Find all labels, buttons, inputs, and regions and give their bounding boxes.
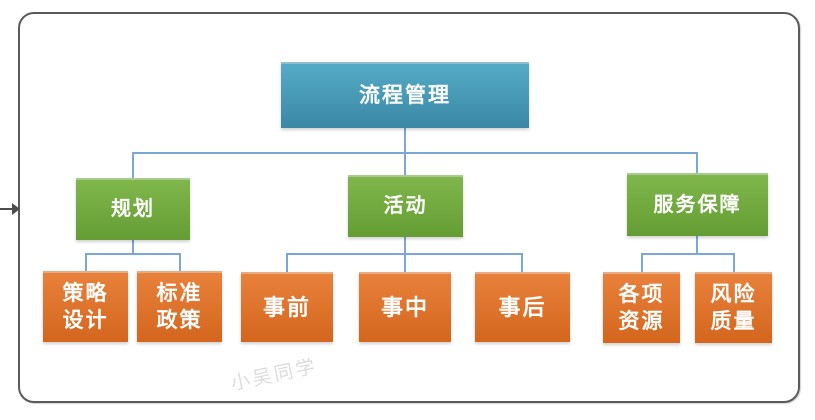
connector-line: [132, 152, 698, 154]
connector-line: [286, 253, 523, 255]
connector-line: [132, 240, 134, 255]
node-various-resources: 各项 资源: [603, 272, 680, 343]
connector-line: [641, 253, 735, 255]
node-service-guarantee: 服务保障: [627, 173, 768, 236]
connector-line: [404, 128, 406, 154]
node-process-management: 流程管理: [281, 62, 529, 128]
node-during-event: 事中: [359, 272, 451, 342]
node-planning: 规划: [76, 178, 190, 240]
node-standard-policy: 标准 政策: [137, 271, 222, 342]
node-strategy-design: 策略 设计: [43, 271, 128, 342]
node-before-event: 事前: [241, 272, 333, 342]
connector-line: [179, 253, 181, 271]
connector-line: [85, 253, 87, 271]
connector-line: [696, 236, 698, 255]
entry-arrow-icon: [12, 203, 20, 215]
connector-line: [696, 152, 698, 173]
connector-line: [85, 253, 181, 255]
node-after-event: 事后: [475, 272, 570, 342]
connector-line: [286, 253, 288, 272]
connector-line: [132, 152, 134, 178]
connector-line: [641, 253, 643, 272]
entry-arrow-shaft: [0, 208, 13, 210]
node-risk-quality: 风险 质量: [695, 272, 772, 343]
connector-line: [404, 152, 406, 175]
connector-line: [521, 253, 523, 272]
connector-line: [733, 253, 735, 272]
node-activity: 活动: [348, 175, 463, 237]
